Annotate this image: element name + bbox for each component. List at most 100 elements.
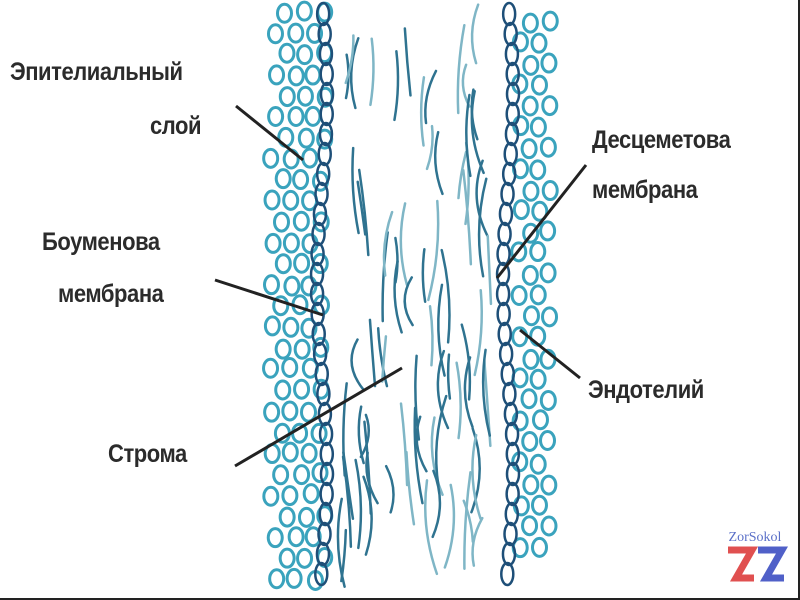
epithelial-cell bbox=[306, 22, 324, 44]
stroma-fiber bbox=[365, 451, 379, 505]
stroma-fiber bbox=[384, 464, 395, 514]
stroma-fiber bbox=[356, 180, 367, 236]
descemet-membrane-link bbox=[505, 61, 520, 87]
endothelial-cell bbox=[530, 74, 548, 96]
stroma-fiber bbox=[382, 210, 394, 277]
bowman-membrane-link bbox=[317, 521, 332, 547]
endothelial-cell bbox=[521, 515, 539, 537]
bowman-membrane-link bbox=[311, 221, 326, 247]
endothelial-cell bbox=[522, 180, 540, 202]
epithelial-cell bbox=[283, 275, 301, 297]
epithelial-cell bbox=[262, 357, 280, 379]
stroma-fiber bbox=[437, 283, 446, 377]
epithelial-cell bbox=[262, 147, 280, 169]
endothelial-cell bbox=[511, 410, 529, 432]
epithelial-cell bbox=[282, 189, 300, 211]
zorsokol-watermark-logo: ZorSokol bbox=[722, 530, 788, 586]
stroma-fiber bbox=[354, 458, 363, 550]
stroma-fiber bbox=[349, 37, 360, 110]
stroma-fiber bbox=[340, 528, 348, 583]
stroma-fiber bbox=[431, 469, 442, 539]
epithelial-cell bbox=[262, 485, 280, 507]
epithelial-cell bbox=[274, 379, 292, 401]
descemet-membrane-link bbox=[503, 141, 518, 167]
stroma-fiber bbox=[423, 479, 439, 576]
endothelial-layer bbox=[510, 10, 559, 559]
descemet-membrane-link bbox=[505, 441, 521, 467]
descemet-membrane-link bbox=[498, 201, 514, 227]
leader-epithelium bbox=[235, 104, 304, 162]
epithelial-cell bbox=[281, 485, 299, 507]
stroma-fiber bbox=[433, 130, 444, 196]
descemet-membrane-link bbox=[497, 221, 512, 247]
stroma-fiber bbox=[425, 124, 434, 171]
epithelial-cell bbox=[296, 547, 314, 569]
stroma-fiber bbox=[470, 88, 479, 141]
stroma-fiber bbox=[471, 433, 482, 520]
descemet-membrane-link bbox=[495, 261, 511, 287]
epithelial-cell bbox=[302, 483, 320, 505]
descemet-membrane-link bbox=[504, 41, 520, 67]
stroma-fiber bbox=[446, 353, 452, 400]
epithelial-cell bbox=[301, 147, 319, 169]
endothelial-cell bbox=[529, 284, 547, 306]
stroma-fiber bbox=[473, 289, 483, 377]
epithelial-cell bbox=[272, 295, 290, 317]
endothelial-cell bbox=[540, 474, 558, 496]
epithelial-cell bbox=[268, 568, 286, 590]
leader-bowman bbox=[214, 278, 324, 317]
epithelial-cell bbox=[263, 315, 281, 337]
epithelial-cell bbox=[282, 232, 300, 254]
bowman-membrane bbox=[309, 1, 335, 587]
epithelial-cell bbox=[267, 106, 285, 128]
epithelial-cell bbox=[310, 422, 328, 444]
endothelial-cell bbox=[540, 515, 558, 537]
descemet-membrane-link bbox=[505, 481, 520, 507]
descemet-membrane-link bbox=[501, 541, 517, 567]
descemet-membrane-link bbox=[495, 281, 511, 307]
endothelial-cell bbox=[539, 220, 557, 242]
epithelial-cell bbox=[278, 42, 296, 64]
bowman-membrane-link bbox=[319, 61, 334, 87]
endothelial-cell bbox=[521, 264, 539, 286]
stroma-fiber bbox=[440, 248, 451, 344]
descemet-membrane-link bbox=[505, 101, 520, 127]
label-endothelium: Эндотелий bbox=[588, 376, 704, 404]
descemet-membrane bbox=[495, 1, 521, 587]
bowman-membrane-link bbox=[319, 441, 335, 467]
endothelial-cell bbox=[529, 241, 547, 263]
stroma-fiber bbox=[369, 37, 375, 107]
epithelial-cell bbox=[281, 400, 299, 422]
epithelial-cell bbox=[287, 105, 305, 127]
stroma-fiber bbox=[419, 76, 426, 147]
epithelial-cell bbox=[297, 127, 315, 149]
epithelial-cell bbox=[263, 401, 281, 423]
endothelial-cell bbox=[522, 348, 540, 370]
stroma-fiber bbox=[463, 471, 472, 570]
descemet-membrane-link bbox=[496, 241, 511, 267]
bowman-membrane-link bbox=[316, 381, 331, 407]
epithelial-cell bbox=[266, 23, 284, 45]
endothelial-cell bbox=[531, 200, 549, 222]
bowman-membrane-link bbox=[312, 341, 328, 367]
bowman-membrane-link bbox=[315, 541, 331, 567]
stroma-fiber bbox=[413, 406, 424, 505]
descemet-membrane-link bbox=[497, 321, 512, 347]
endothelial-cell bbox=[529, 116, 547, 138]
bowman-membrane-link bbox=[319, 481, 334, 507]
epithelial-cell bbox=[278, 547, 296, 569]
endothelial-cell bbox=[521, 95, 539, 117]
epithelial-cell bbox=[285, 567, 303, 589]
stroma-fiber bbox=[399, 202, 409, 286]
epithelial-cell bbox=[304, 64, 322, 86]
leader-descemet bbox=[495, 164, 588, 279]
endothelial-cell bbox=[529, 159, 547, 181]
descemet-membrane-link bbox=[504, 501, 520, 527]
label-epithelium-line1: Эпителиальный bbox=[10, 58, 183, 86]
stroma-fiber bbox=[483, 358, 492, 448]
epithelial-cell bbox=[287, 526, 305, 548]
bowman-membrane-link bbox=[309, 261, 325, 287]
leader-lines bbox=[214, 104, 588, 468]
endothelial-cell bbox=[529, 368, 547, 390]
